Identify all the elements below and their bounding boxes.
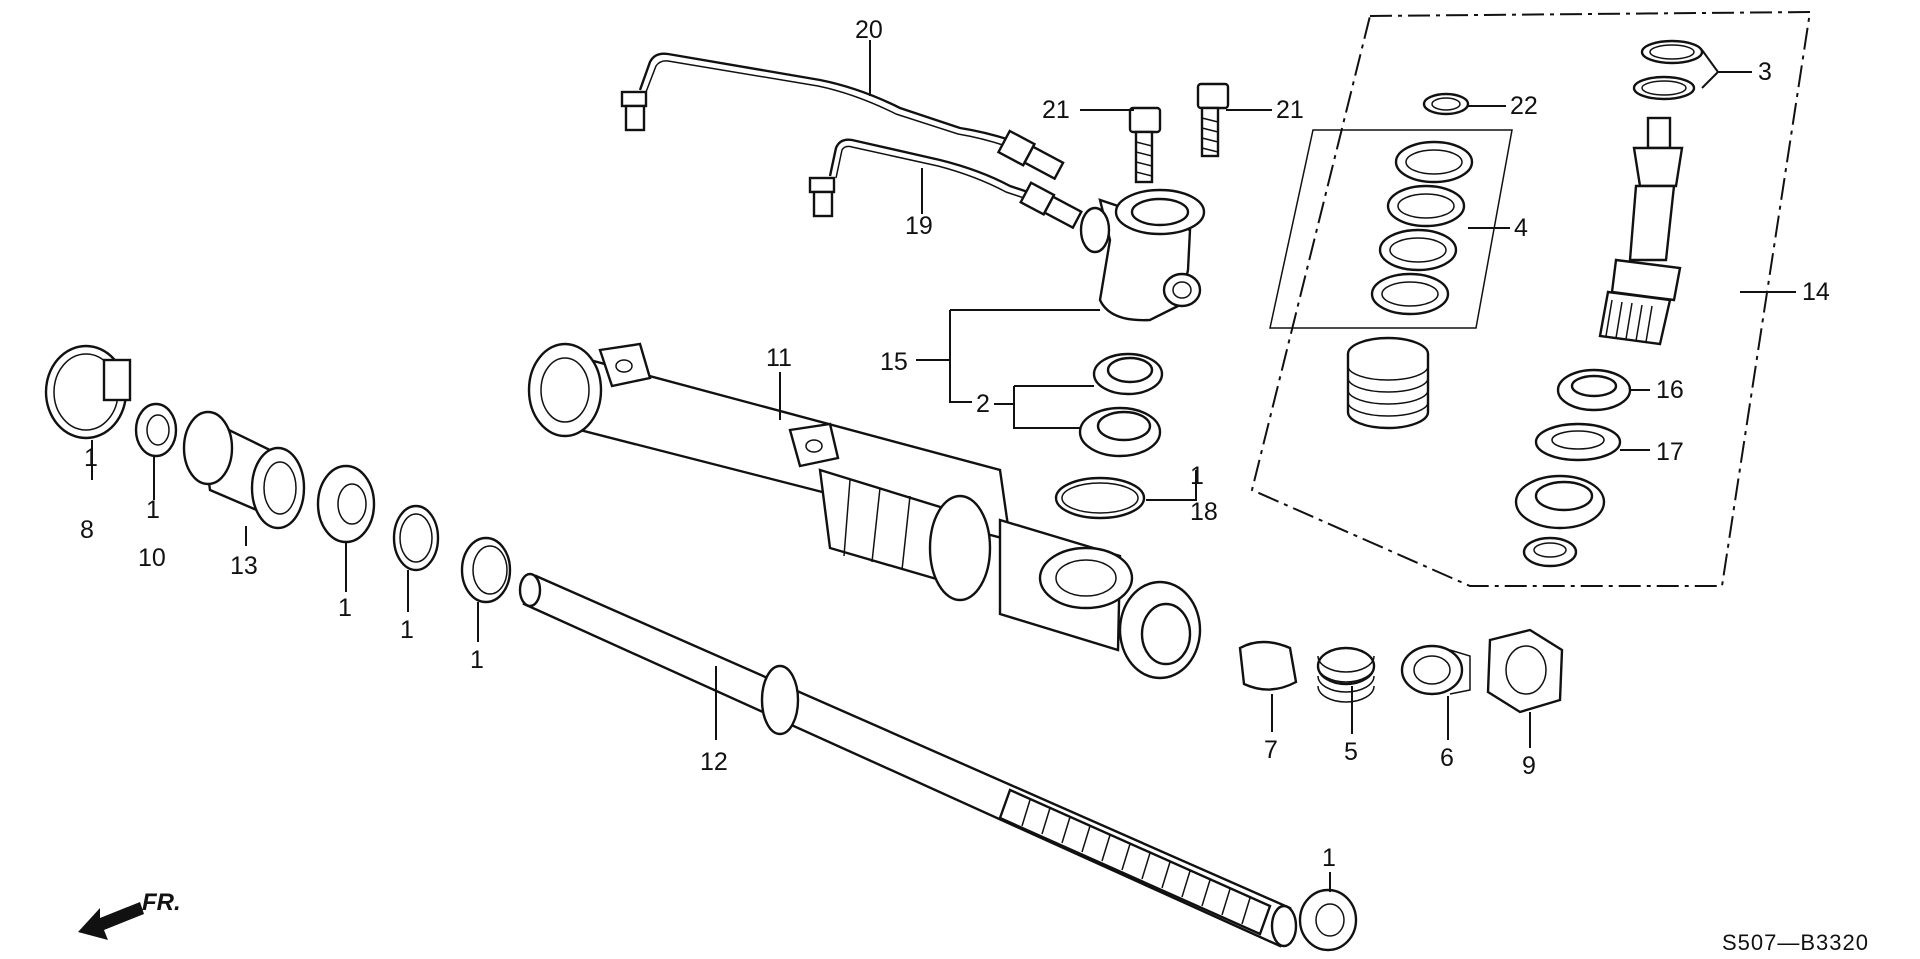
callout-1-end-seal: 1: [1322, 844, 1336, 872]
rack-guide-13: [182, 410, 306, 530]
callout-21-right: 21: [1276, 96, 1304, 124]
callout-22: 22: [1510, 92, 1538, 120]
callout-11: 11: [766, 344, 792, 372]
leader-lines: [91, 40, 1796, 892]
feed-pipe-20: [620, 52, 1065, 181]
rack-guide-7: [1238, 640, 1298, 691]
spring-5: [1316, 646, 1376, 703]
callout-8: 8: [80, 516, 94, 544]
circlip-10: [134, 402, 178, 458]
callout-15: 15: [880, 348, 908, 376]
bolt-21-right: [1196, 82, 1230, 158]
callout-1-circlip: 1: [146, 496, 160, 524]
seal-2-upper: [1092, 352, 1164, 396]
callout-14: 14: [1802, 278, 1830, 306]
callout-1-washer: 1: [400, 616, 414, 644]
callout-6: 6: [1440, 744, 1454, 772]
washer-1-b: [392, 504, 440, 572]
front-direction-arrow-icon: FR.: [78, 889, 181, 940]
washer-17: [1534, 422, 1622, 462]
valve-housing-15: [1079, 188, 1206, 322]
seal-rings-3: [1632, 39, 1704, 101]
ball-bearing: [1514, 474, 1606, 530]
o-ring-18: [1054, 476, 1146, 520]
callout-18: 18: [1190, 498, 1218, 526]
clamp-8: [44, 344, 132, 440]
callout-2: 2: [976, 390, 990, 418]
callout-16: 16: [1656, 376, 1684, 404]
callout-19: 19: [905, 212, 933, 240]
callout-5: 5: [1344, 738, 1358, 766]
gearbox-housing-11: [527, 342, 1202, 680]
seal-1-a: [316, 464, 376, 544]
callout-1-oring: 1: [1190, 462, 1204, 490]
callout-7: 7: [1264, 736, 1278, 764]
callout-1-ring: 1: [470, 646, 484, 674]
callout-13: 13: [230, 552, 258, 580]
lock-nut-9: [1486, 628, 1564, 714]
callout-9: 9: [1522, 752, 1536, 780]
pinion-assembly-box-14: [1250, 10, 1812, 587]
diagram-code: S507—B3320: [1722, 930, 1869, 955]
valve-sleeve: [1346, 336, 1430, 430]
seal-2-lower: [1078, 406, 1162, 458]
adjusting-screw-6: [1400, 644, 1471, 696]
callout-17: 17: [1656, 438, 1684, 466]
bolt-21-left: [1128, 106, 1162, 184]
snap-ring-22: [1422, 92, 1470, 116]
callout-12: 12: [700, 748, 728, 776]
callout-10: 10: [138, 544, 166, 572]
callout-4: 4: [1514, 214, 1528, 242]
callout-1-seal-a: 1: [338, 594, 352, 622]
pinion-shaft: [1598, 116, 1684, 346]
return-pipe-19: [808, 138, 1083, 230]
end-seal-1: [1298, 888, 1358, 952]
front-direction-label: FR.: [142, 889, 181, 916]
seal-16: [1556, 368, 1632, 412]
callout-20: 20: [855, 16, 883, 44]
callout-1-clamp: 1: [84, 444, 98, 472]
ring-1-c: [460, 536, 512, 604]
callout-3: 3: [1758, 58, 1772, 86]
callout-21-left: 21: [1042, 96, 1070, 124]
small-seal: [1522, 536, 1578, 568]
seal-set-4: [1370, 140, 1474, 316]
